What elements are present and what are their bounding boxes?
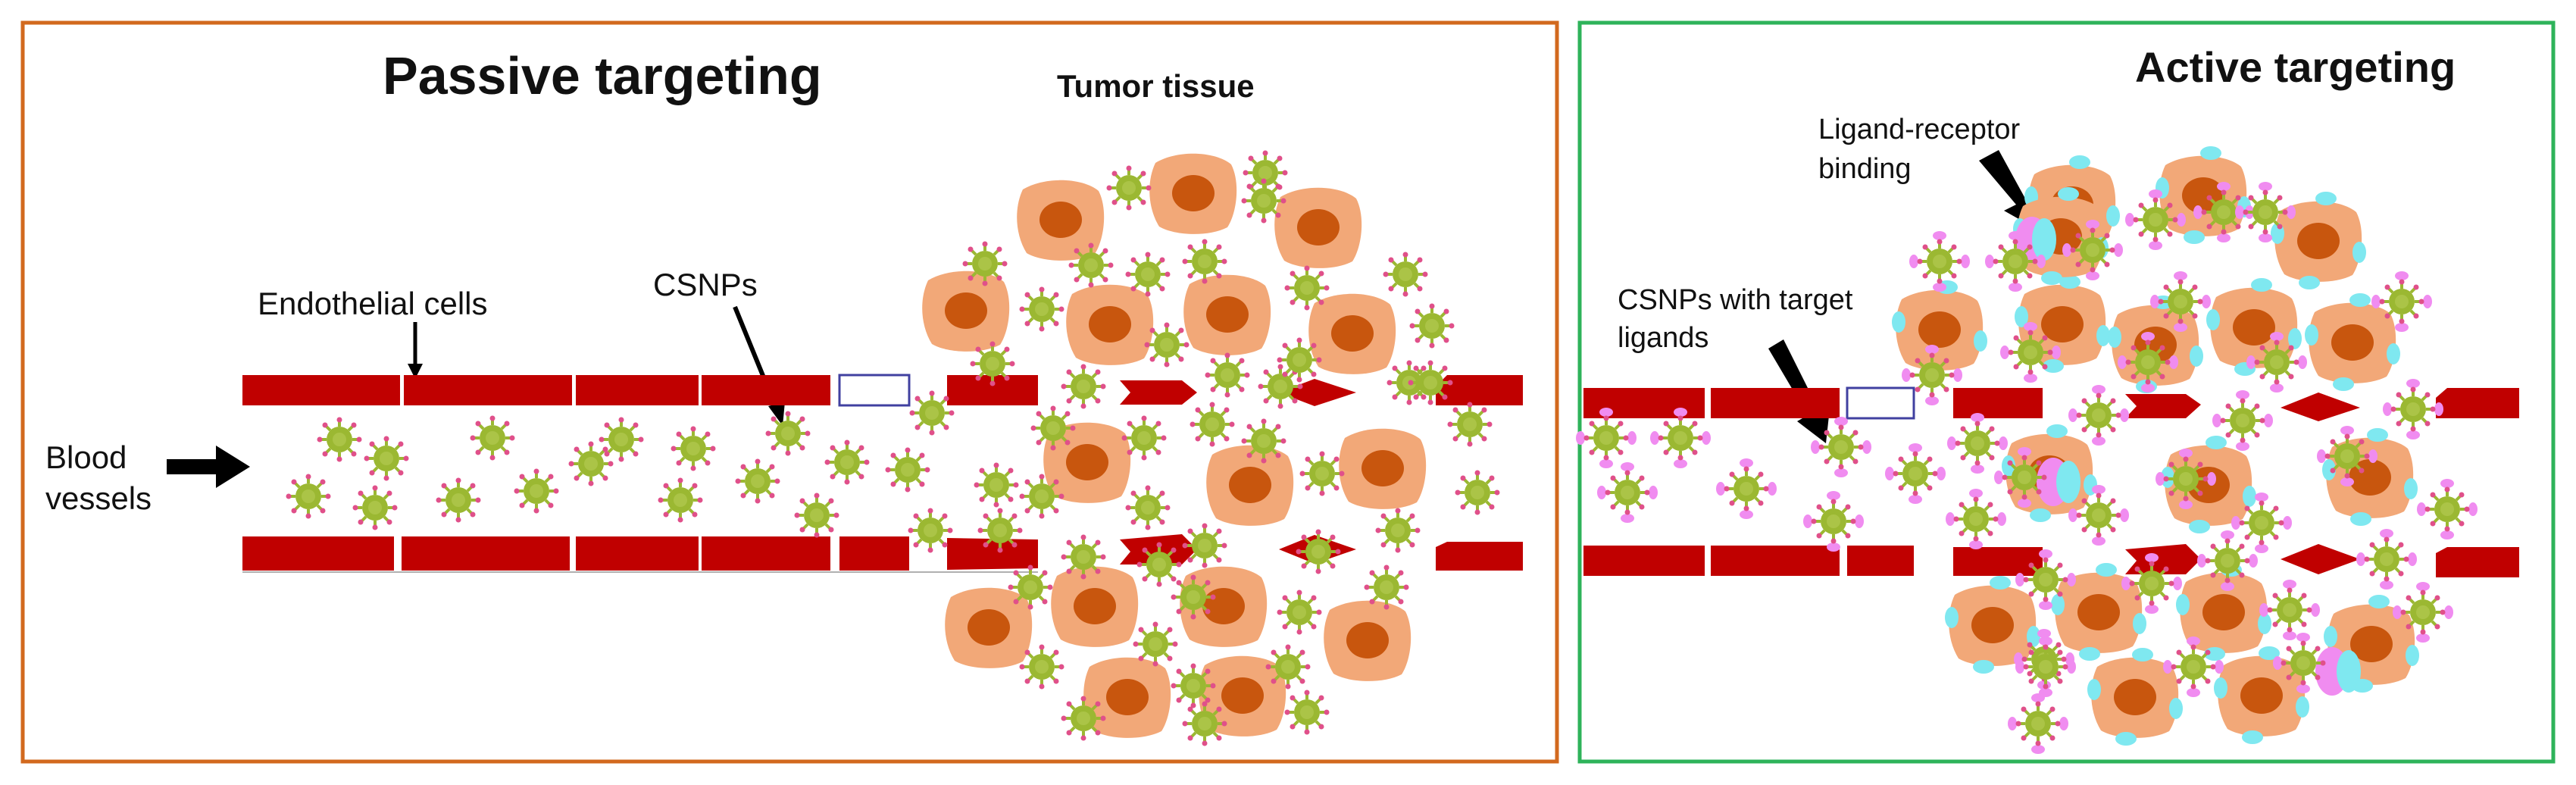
passive-title: Passive targeting	[383, 46, 822, 105]
tumor-tissue-label: Tumor tissue	[1057, 68, 1255, 104]
csnps-label: CSNPs	[653, 267, 758, 302]
endothelial-pointer-arrow	[408, 322, 423, 379]
csnp-ligands-label-line1: CSNPs with target	[1618, 284, 1853, 316]
active-vessel-gap-outline	[1846, 386, 1915, 420]
active-title: Active targeting	[2135, 43, 2456, 91]
blood-vessels-label-line2: vessels	[45, 480, 152, 516]
ligand-receptor-label-line2: binding	[1818, 153, 1912, 185]
binding-complexes	[2015, 217, 2361, 696]
blood-flow-arrow	[167, 446, 250, 488]
vessel-gap-outline-top	[838, 374, 911, 407]
ligand-receptor-label-line1: Ligand-receptor	[1818, 114, 2021, 145]
active-vessel-wall-bottom	[1583, 544, 2519, 577]
active-panel: Active targeting Ligand-receptor binding…	[1576, 20, 2556, 764]
endothelial-cells-label: Endothelial cells	[258, 286, 488, 321]
blood-vessels-label-line1: Blood	[45, 439, 127, 475]
passive-panel: Passive targeting Tumor tissue Endotheli…	[20, 20, 1559, 764]
csnp-ligands-label-line2: ligands	[1618, 322, 1708, 354]
